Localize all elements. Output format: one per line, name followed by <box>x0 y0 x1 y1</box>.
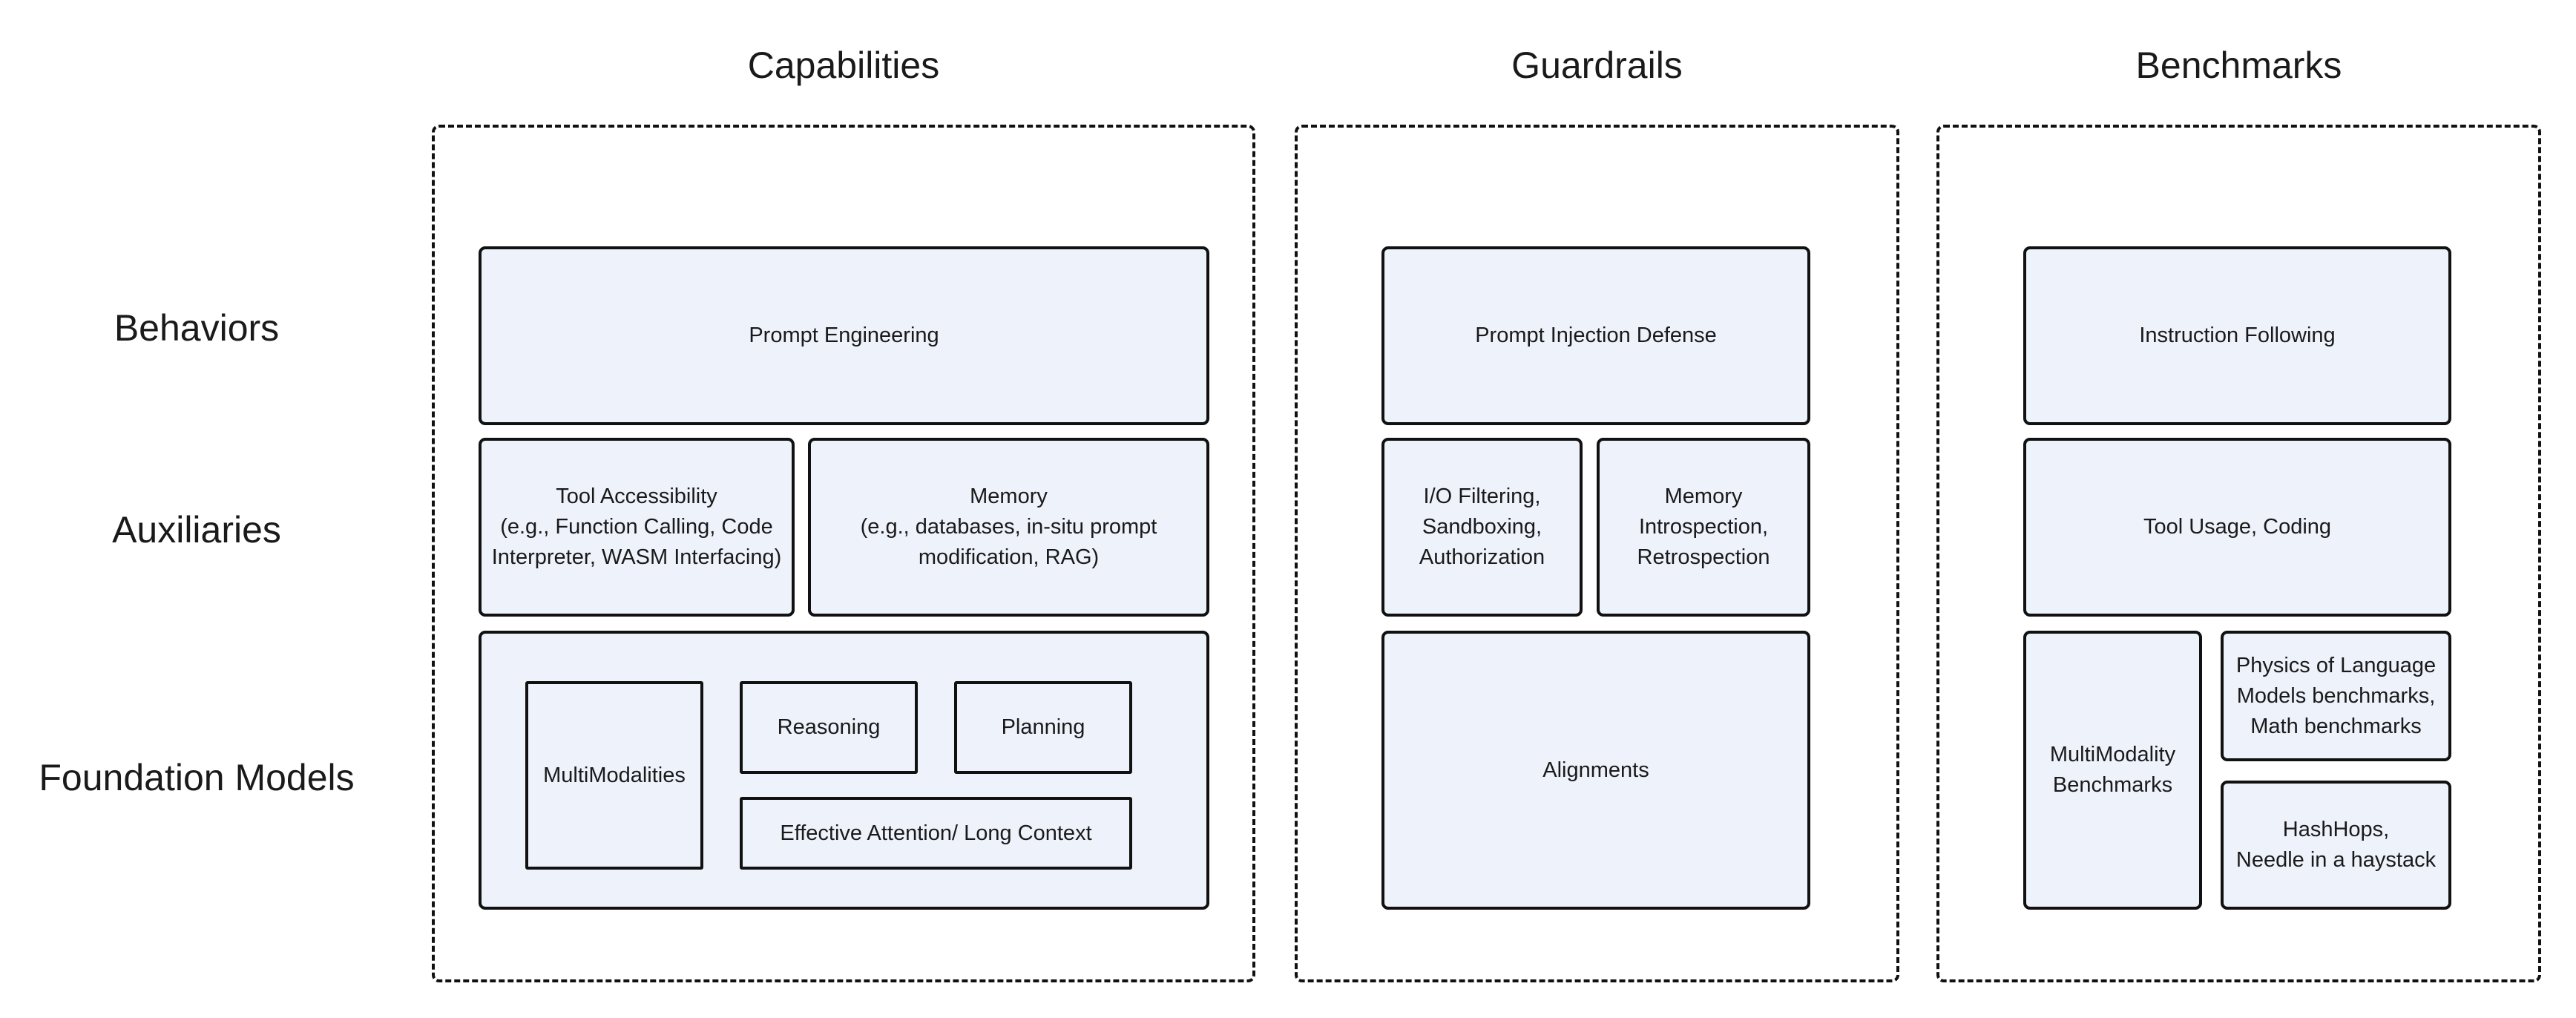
row-label-foundation-models: Foundation Models <box>39 757 355 798</box>
column-title-capabilities: Capabilities <box>747 45 940 86</box>
column-title-benchmarks: Benchmarks <box>2135 45 2342 86</box>
instruction-following-box: Instruction Following <box>2023 246 2451 425</box>
io-filtering-box: I/O Filtering, Sandboxing, Authorization <box>1381 438 1583 617</box>
reasoning-box: Reasoning <box>740 681 918 774</box>
memory-box: Memory (e.g., databases, in-situ prompt … <box>808 438 1209 617</box>
benchmarks-group <box>1936 125 2541 982</box>
physics-math-benchmarks-box: Physics of Language Models benchmarks, M… <box>2221 631 2451 761</box>
column-title-guardrails: Guardrails <box>1511 45 1683 86</box>
alignments-box: Alignments <box>1381 631 1810 910</box>
prompt-engineering-box: Prompt Engineering <box>479 246 1209 425</box>
prompt-injection-defense-box: Prompt Injection Defense <box>1381 246 1810 425</box>
memory-introspection-box: Memory Introspection, Retrospection <box>1597 438 1810 617</box>
tool-accessibility-box: Tool Accessibility (e.g., Function Calli… <box>479 438 795 617</box>
row-label-auxiliaries: Auxiliaries <box>112 509 281 551</box>
multimodalities-box: MultiModalities <box>525 681 703 870</box>
row-label-behaviors: Behaviors <box>114 307 280 349</box>
guardrails-group <box>1295 125 1899 982</box>
planning-box: Planning <box>954 681 1132 774</box>
multimodality-benchmarks-box: MultiModality Benchmarks <box>2023 631 2202 910</box>
effective-attention-box: Effective Attention/ Long Context <box>740 797 1132 870</box>
capabilities-group <box>432 125 1255 982</box>
hashhops-box: HashHops, Needle in a haystack <box>2221 781 2451 910</box>
tool-usage-box: Tool Usage, Coding <box>2023 438 2451 617</box>
